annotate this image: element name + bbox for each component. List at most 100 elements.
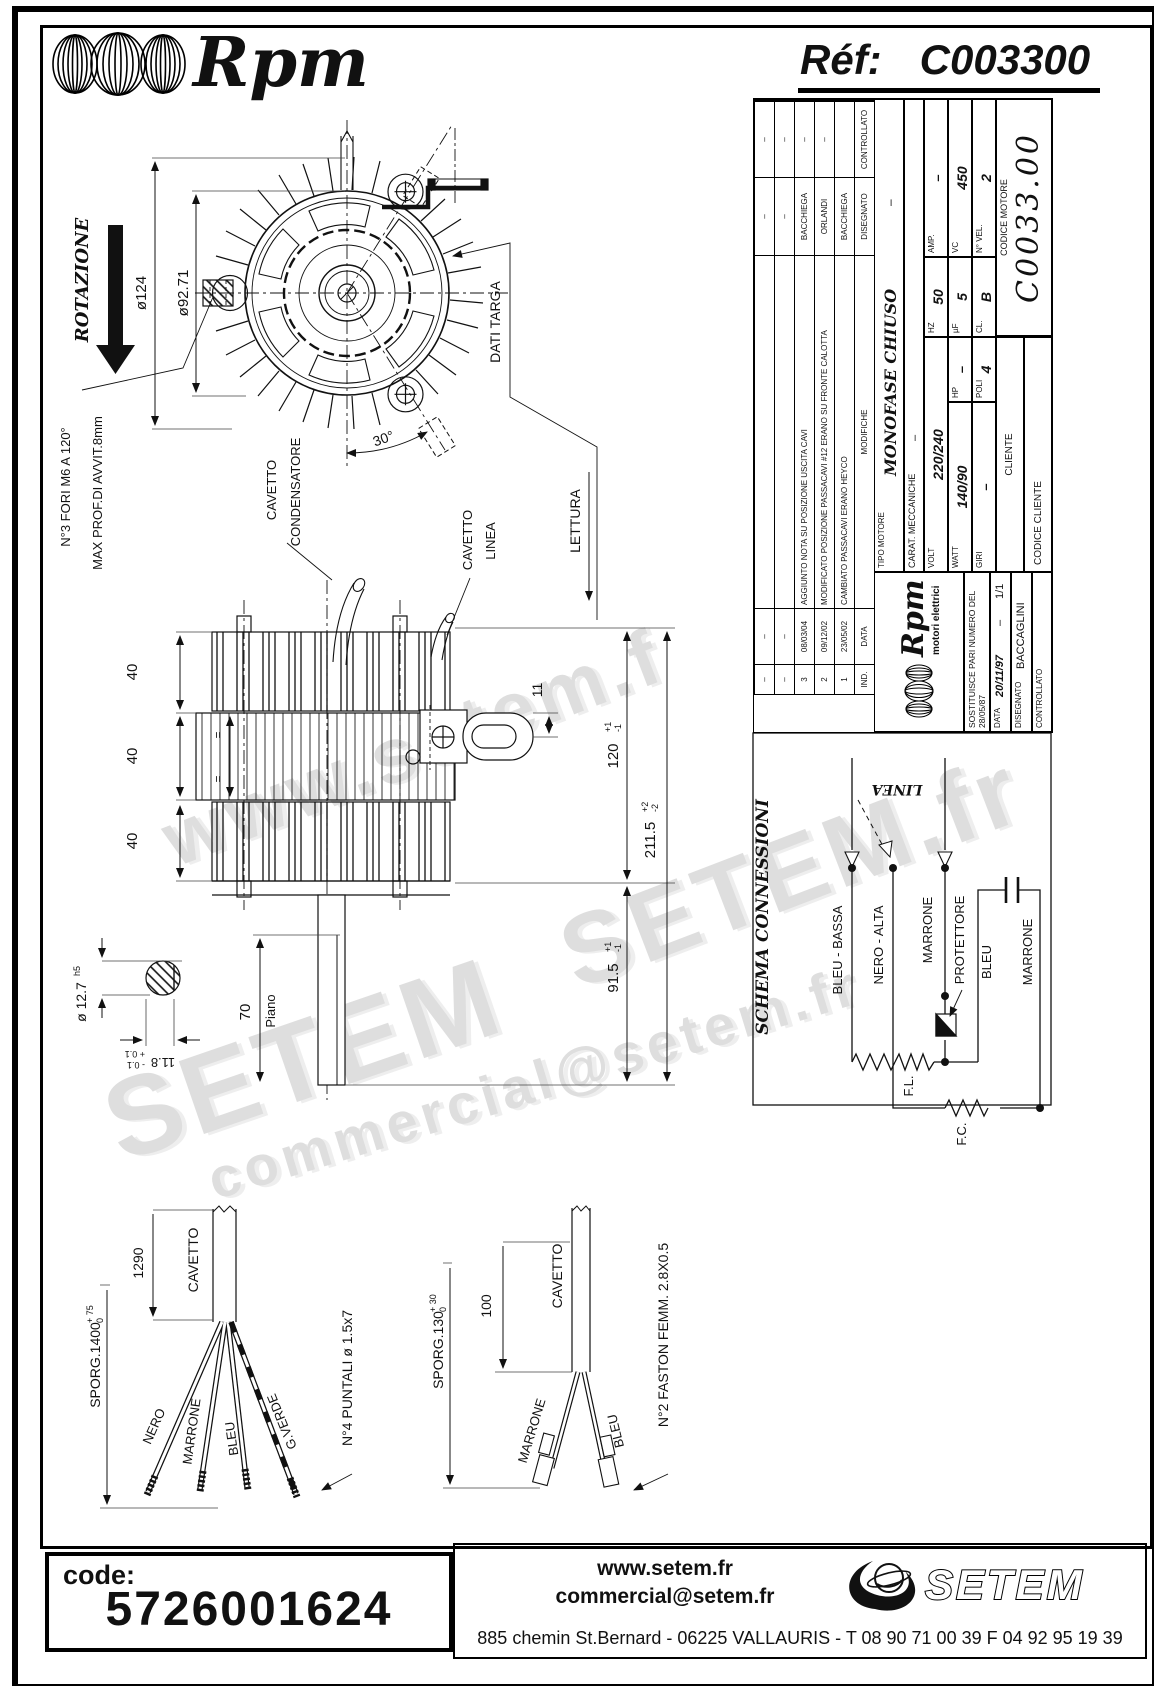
dim-40c: 40 bbox=[124, 833, 141, 850]
ref-label: Réf: bbox=[800, 36, 882, 83]
rpm-coils-icon bbox=[52, 32, 186, 96]
footer-website: www.setem.fr bbox=[597, 1557, 733, 1580]
cavetto-condensatore-2: CONDENSATORE bbox=[288, 437, 303, 546]
cl-value: B bbox=[978, 291, 994, 303]
dim-120: 120 bbox=[605, 743, 622, 768]
schema-title: SCHEMA CONNESSIONI bbox=[753, 798, 773, 1035]
giri-cell: GIRI – bbox=[972, 402, 996, 572]
cable2-len: 100 bbox=[478, 1294, 494, 1318]
codice-motore-value: C0033.00 bbox=[1011, 132, 1046, 304]
uf-cell: µF 5 bbox=[948, 257, 972, 337]
dim-120-tol-p: +1 bbox=[603, 722, 613, 732]
controllato-label: CONTROLLATO bbox=[1035, 668, 1044, 728]
fori-note-2: MAX PROF.DI AVVIT.8mm bbox=[90, 416, 105, 570]
logo-cell: Rpm motori elettrici bbox=[874, 572, 964, 732]
shaft-stub bbox=[340, 129, 354, 190]
cable1-wire-nero: NERO bbox=[139, 1406, 168, 1446]
codice-motore-label: CODICE MOTORE bbox=[999, 179, 1009, 256]
rev-header-ind: IND. bbox=[855, 665, 874, 694]
sostituisce-cell: SOSTITUISCE PARI NUMERO DEL 28/05/87 bbox=[964, 572, 990, 732]
lettura-label: LETTURA bbox=[567, 488, 583, 552]
schema-connessioni bbox=[752, 732, 1052, 1118]
codice-cliente-cell: CODICE CLIENTE bbox=[1024, 337, 1052, 572]
rev-cell: – bbox=[795, 102, 814, 177]
mounting-bracket bbox=[405, 705, 534, 770]
sheet-number: 1/1 bbox=[994, 583, 1006, 599]
rev-cell: – bbox=[815, 102, 834, 177]
passacavi-dashed bbox=[401, 166, 457, 458]
uf-value: 5 bbox=[954, 293, 970, 301]
rev-cell: ORLANDI bbox=[815, 178, 834, 255]
schema-wire1: BLEU - BASSA bbox=[830, 905, 845, 994]
dim-915-tol-p: +1 bbox=[603, 942, 613, 952]
carat-label: CARAT. MECCANICHE bbox=[907, 473, 917, 568]
hp-value: – bbox=[954, 365, 969, 374]
cable2-sporg: SPORG.130 bbox=[430, 1311, 446, 1389]
rev-cell: BACCHIEGA bbox=[795, 178, 814, 255]
dati-targa-label: DATI TARGA bbox=[487, 281, 503, 363]
reference-line: Réf: C003300 bbox=[800, 36, 1100, 84]
cable1-len: 1290 bbox=[130, 1247, 146, 1278]
schema-protettore: PROTETTORE bbox=[952, 895, 967, 984]
hz-cell: HZ 50 bbox=[924, 257, 948, 337]
side-view-dimensions bbox=[176, 627, 675, 1086]
data-value: 20/11/97 bbox=[994, 654, 1006, 697]
cable1-sporg-tol-m: 0 bbox=[95, 1318, 105, 1323]
cliente-label: CLIENTE bbox=[1004, 433, 1015, 476]
rev-cell: MODIFICATO POSIZIONE PASSACAVI #12 ERANO… bbox=[815, 256, 834, 608]
setem-logo-svg: SETEM bbox=[849, 1560, 1083, 1611]
motor-front-view bbox=[195, 120, 508, 470]
rev-cell bbox=[775, 256, 794, 608]
rev-header-data: DATA bbox=[855, 609, 874, 664]
cable2-cavetto: CAVETTO bbox=[549, 1243, 565, 1308]
poli-value: 4 bbox=[978, 365, 994, 374]
nvel-value: 2 bbox=[978, 174, 994, 182]
watt-cell: WATT 140/90 bbox=[948, 402, 972, 572]
dim-flat: 11.8 bbox=[151, 1055, 175, 1070]
ref-value: C003300 bbox=[919, 36, 1091, 83]
controllato-cell: CONTROLLATO bbox=[1032, 572, 1052, 732]
centerlines bbox=[195, 120, 508, 470]
rev-cell: – bbox=[775, 102, 794, 177]
dim-2115-tol-p: +2 bbox=[640, 802, 650, 812]
cable2-sporg-tol-p: + 30 bbox=[428, 1294, 438, 1312]
rev-cell: – bbox=[755, 665, 774, 694]
fori-note-1: N°3 FORI M6 A 120° bbox=[58, 427, 73, 547]
rev-cell: 1 bbox=[835, 665, 854, 694]
hz-value: 50 bbox=[930, 289, 946, 305]
tipo-motore-dash: – bbox=[883, 199, 897, 206]
footer-email: commercial@setem.fr bbox=[555, 1585, 775, 1608]
dim-flat-tol-m: - 0.1 bbox=[127, 1060, 145, 1070]
setem-logo: SETEM bbox=[833, 1551, 1133, 1628]
dim-angle30: 30° bbox=[371, 427, 396, 449]
schema-wire2: NERO - ALTA bbox=[871, 905, 886, 984]
tipo-motore-label: TIPO MOTORE bbox=[877, 512, 886, 568]
schema-fc: F.C. bbox=[954, 1122, 969, 1145]
front-view-dimensions bbox=[81, 157, 598, 636]
data-cell: DATA 20/11/97 – 1/1 bbox=[990, 572, 1011, 732]
cl-cell: CL. B bbox=[972, 257, 996, 337]
rev-cell: 08/03/04 bbox=[795, 609, 814, 664]
mini-logo-text: Rpm bbox=[896, 579, 931, 658]
piano-label: Piano bbox=[263, 994, 278, 1027]
rev-cell: 09/12/02 bbox=[815, 609, 834, 664]
rev-cell: – bbox=[755, 609, 774, 664]
codice-motore-cell: CODICE MOTORE C0033.00 bbox=[996, 99, 1052, 337]
rotazione-label: ROTAZIONE bbox=[72, 218, 93, 344]
cable2-wire-marrone: MARRONE bbox=[515, 1396, 549, 1464]
rev-cell: AGGIUNTO NOTA SU POSIZIONE USCITA CAVI bbox=[795, 256, 814, 608]
address-box: www.setem.fr commercial@setem.fr SETEM 8… bbox=[453, 1543, 1147, 1659]
cable1-wire-bleu: BLEU bbox=[222, 1421, 242, 1457]
rev-cell: 23/05/02 bbox=[835, 609, 854, 664]
rev-header-controllato: CONTROLLATO bbox=[855, 102, 874, 177]
eq-mark-a: = bbox=[211, 731, 225, 738]
disegnato-value: BACCAGLINI bbox=[1015, 602, 1027, 669]
volt-value: 220/240 bbox=[930, 429, 946, 480]
carat-cell: CARAT. MECCANICHE – bbox=[904, 99, 924, 572]
dim-11: 11 bbox=[529, 683, 545, 698]
code-box: code: 5726001624 bbox=[45, 1552, 453, 1652]
footer-address: 885 chemin St.Bernard - 06225 VALLAURIS … bbox=[477, 1628, 1123, 1648]
